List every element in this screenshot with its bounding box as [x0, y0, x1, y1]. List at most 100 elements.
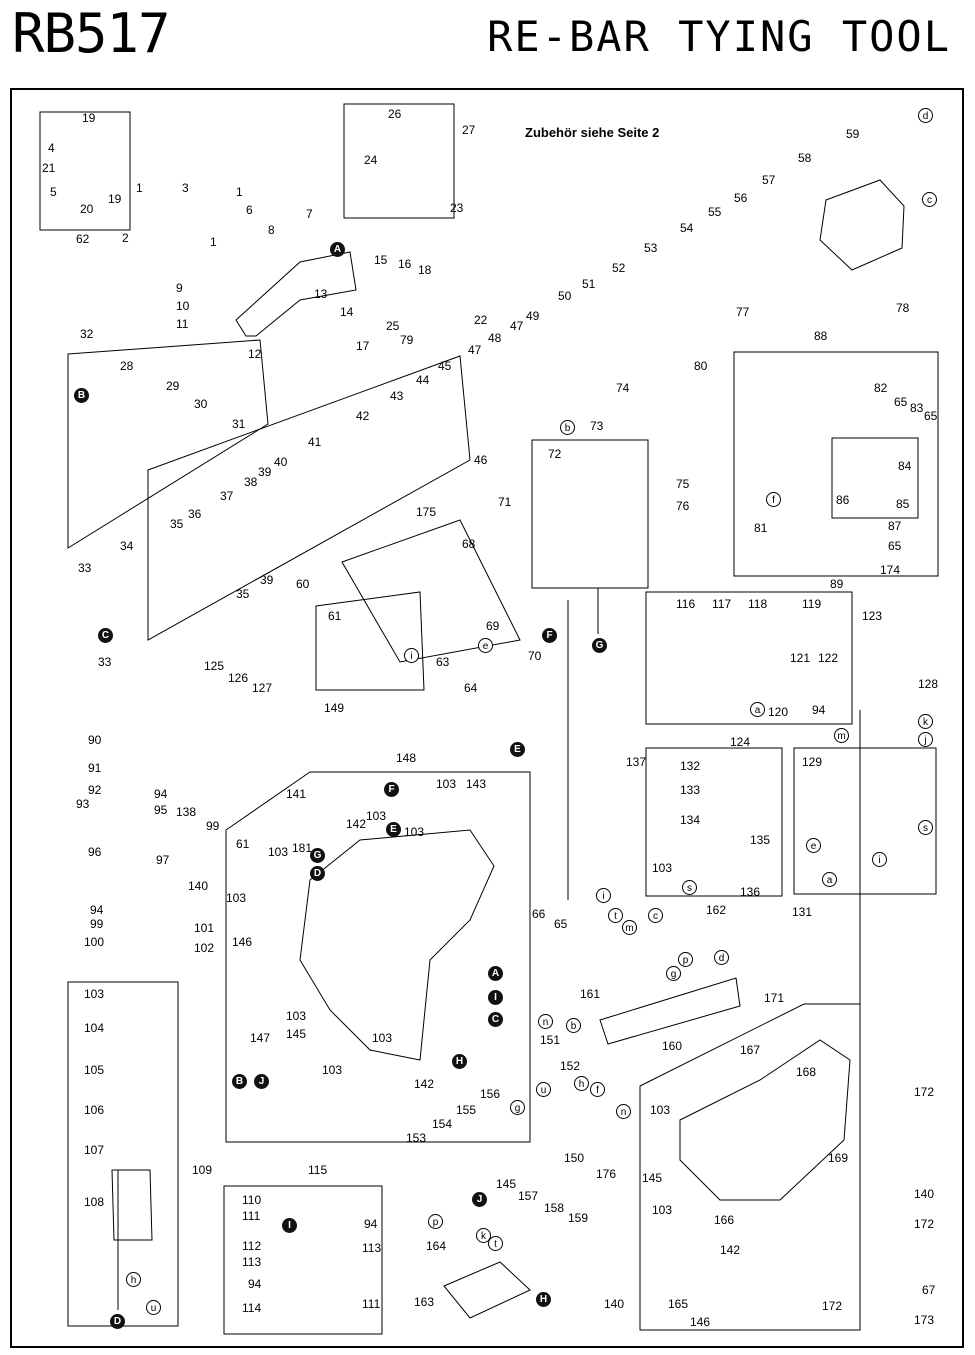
box-88 [733, 351, 939, 577]
box-70 [341, 519, 521, 663]
part-label: 168 [796, 1065, 817, 1079]
part-label: 96 [88, 845, 102, 859]
filled-circle-letter-icon: I [282, 1218, 297, 1233]
part-label: 14 [340, 305, 354, 319]
part-label: 63 [436, 655, 450, 669]
filled-circle-letter-icon: E [386, 822, 401, 837]
part-label: 121 [790, 651, 811, 665]
part-label: 172 [914, 1085, 935, 1099]
part-label: 71 [498, 495, 512, 509]
part-label: 95 [154, 803, 168, 817]
part-label: 79 [400, 333, 414, 347]
part-label: 68 [462, 537, 476, 551]
part-label: 103 [652, 1203, 673, 1217]
open-circle-letter-icon: p [428, 1214, 443, 1229]
part-label: 18 [418, 263, 432, 277]
part-label: 104 [84, 1021, 105, 1035]
box-shaft-46 [147, 355, 471, 641]
box-109-motor [67, 981, 179, 1327]
filled-circle-letter-icon: D [110, 1314, 125, 1329]
part-label: 3 [182, 181, 189, 195]
part-label: 119 [802, 597, 822, 611]
part-label: 122 [818, 651, 839, 665]
part-label: 147 [250, 1031, 271, 1045]
part-label: 143 [466, 777, 487, 791]
part-label: 138 [176, 805, 197, 819]
main-housing-shape [299, 829, 495, 1061]
part-label: 134 [680, 813, 701, 827]
part-label: 94 [154, 787, 168, 801]
box-115 [223, 1185, 383, 1335]
part-label: 39 [258, 465, 272, 479]
filled-circle-letter-icon: G [310, 848, 325, 863]
part-label: 29 [166, 379, 180, 393]
part-label: 156 [480, 1087, 501, 1101]
part-label: 21 [42, 161, 56, 175]
box-arm-27 [343, 103, 455, 219]
filled-circle-letter-icon: J [254, 1074, 269, 1089]
part-label: 123 [862, 609, 883, 623]
part-label: 103 [436, 777, 457, 791]
part-label: 37 [220, 489, 234, 503]
part-label: 40 [274, 455, 288, 469]
part-label: 84 [898, 459, 912, 473]
part-label: 19 [108, 192, 122, 206]
part-label: 127 [252, 681, 273, 695]
part-label: 103 [652, 861, 673, 875]
filled-circle-letter-icon: G [592, 638, 607, 653]
diagram-title: RE-BAR TYING TOOL [487, 12, 951, 61]
open-circle-letter-icon: c [922, 192, 937, 207]
part-label: 5 [50, 185, 57, 199]
part-label: 142 [720, 1243, 741, 1257]
part-label: 90 [88, 733, 102, 747]
part-label: 2 [122, 231, 129, 245]
filled-circle-letter-icon: C [488, 1012, 503, 1027]
part-label: 28 [120, 359, 134, 373]
filled-circle-letter-icon: B [232, 1074, 247, 1089]
part-label: 9 [176, 281, 183, 295]
part-label: 94 [248, 1277, 262, 1291]
part-label: 117 [712, 597, 732, 611]
open-circle-letter-icon: c [648, 908, 663, 923]
part-label: 99 [90, 917, 104, 931]
part-label: 50 [558, 289, 572, 303]
filled-circle-letter-icon: J [472, 1192, 487, 1207]
part-label: 172 [914, 1217, 935, 1231]
part-label: 64 [464, 681, 478, 695]
part-label: 142 [414, 1077, 435, 1091]
part-label: 30 [194, 397, 208, 411]
part-label: 128 [918, 677, 939, 691]
open-circle-letter-icon: n [538, 1014, 553, 1029]
part-label: 53 [644, 241, 658, 255]
part-label: 103 [84, 987, 105, 1001]
open-circle-letter-icon: s [918, 820, 933, 835]
part-label: 141 [286, 787, 307, 801]
part-label: 24 [364, 153, 378, 167]
part-label: 44 [416, 373, 430, 387]
part-label: 101 [194, 921, 215, 935]
part-label: 85 [896, 497, 910, 511]
part-label: 62 [76, 232, 90, 246]
part-label: 31 [232, 417, 246, 431]
part-label: 70 [528, 649, 542, 663]
part-label: 142 [346, 817, 367, 831]
part-label: 45 [438, 359, 452, 373]
motor-108-shape [111, 1169, 153, 1241]
part-label: 49 [526, 309, 540, 323]
part-label: 67 [922, 1283, 936, 1297]
model-number: RB517 [12, 2, 171, 65]
part-label: 108 [84, 1195, 105, 1209]
part-label: 126 [228, 671, 249, 685]
filled-circle-letter-icon: D [310, 866, 325, 881]
part-label: 39 [260, 573, 274, 587]
part-label: 99 [206, 819, 220, 833]
accessory-note: Zubehör siehe Seite 2 [525, 125, 660, 140]
part-label: 103 [268, 845, 289, 859]
part-label: 113 [362, 1241, 382, 1255]
part-label: 151 [540, 1033, 561, 1047]
part-label: 137 [626, 755, 647, 769]
part-label: 65 [888, 539, 902, 553]
part-label: 113 [242, 1255, 262, 1269]
part-label: 146 [690, 1315, 711, 1329]
